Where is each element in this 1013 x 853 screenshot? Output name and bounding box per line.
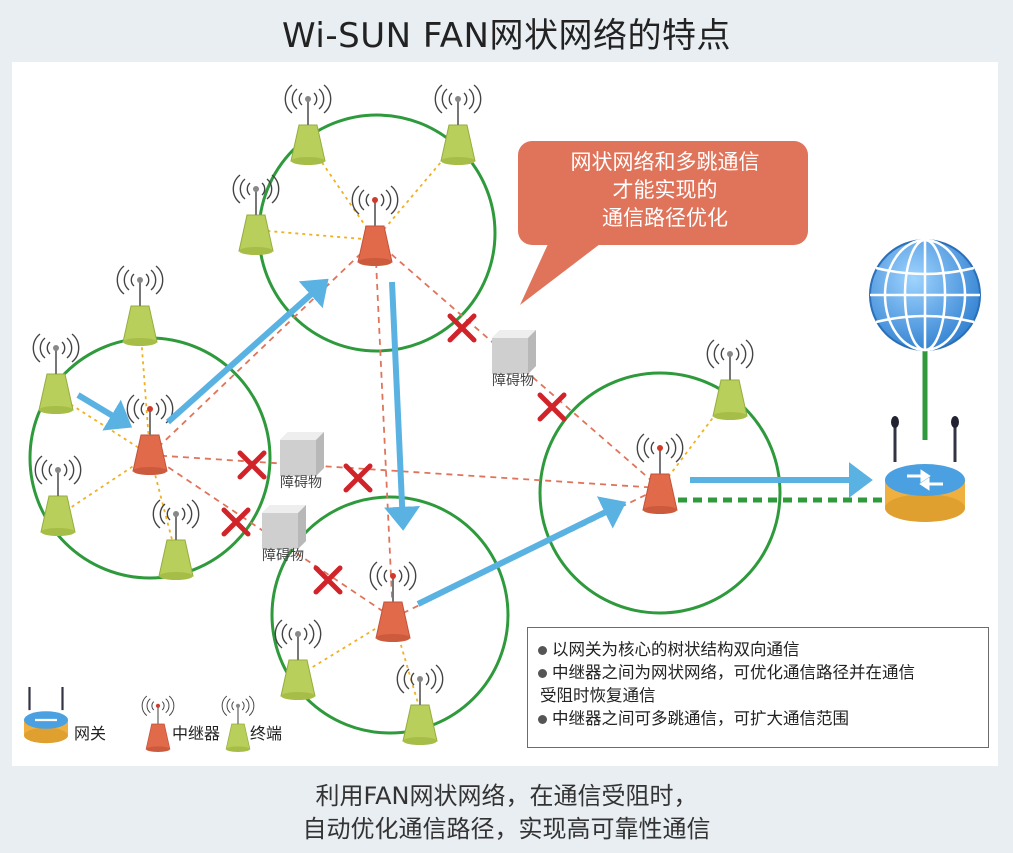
page-title: Wi-SUN FAN网状网络的特点: [282, 16, 731, 56]
key-gateway-label: 网关: [74, 724, 107, 743]
terminal-icon: [232, 174, 280, 256]
route-arrow: [76, 392, 133, 431]
route-arrow: [416, 496, 627, 607]
coverage-circle: [270, 495, 510, 735]
obstacle: 障碍物: [280, 432, 324, 491]
key-repeater-label: 中继器: [172, 724, 221, 743]
key-repeater-icon: [141, 695, 175, 753]
legend-text: 受阻时恢复通信: [540, 686, 656, 705]
bullet-icon: [538, 715, 547, 724]
route-arrows: [76, 278, 873, 607]
route-arrow: [384, 281, 421, 531]
caption: 利用FAN网状网络，在通信受阻时， 自动优化通信路径，实现高可靠性通信: [0, 780, 1013, 846]
coverage-circles: [28, 113, 782, 735]
repeater-icon: [369, 561, 417, 643]
repeater-icon: [126, 394, 174, 476]
gateway-links: [678, 350, 928, 503]
callout-text: 网状网络和多跳通信 才能实现的 通信路径优化: [522, 148, 808, 232]
obstacle: 障碍物: [492, 330, 536, 389]
blocked-x-icon: [450, 316, 474, 340]
caption-line: 自动优化通信路径，实现高可靠性通信: [302, 815, 711, 843]
legend-item: 中继器之间为网状网络，可优化通信路径并在通信: [536, 661, 980, 684]
callout-line: 通信路径优化: [602, 206, 728, 230]
callout-line: 网状网络和多跳通信: [570, 150, 760, 174]
legend-item: 以网关为核心的树状结构双向通信: [536, 638, 980, 661]
terminal-icon: [116, 265, 164, 347]
legend-text: 中继器之间为网状网络，可优化通信路径并在通信: [552, 663, 915, 682]
bullet-icon: [538, 646, 547, 655]
route-arrow: [166, 278, 329, 425]
obstacle-label: 障碍物: [262, 548, 304, 564]
blocked-x-icon: [346, 466, 370, 490]
terminal-icon: [34, 455, 82, 537]
coverage-circle: [538, 371, 782, 615]
legend-box: 以网关为核心的树状结构双向通信 中继器之间为网状网络，可优化通信路径并在通信 受…: [527, 627, 989, 748]
callout-line: 才能实现的: [612, 178, 718, 202]
obstacle-label: 障碍物: [492, 373, 534, 389]
legend-item: 中继器之间可多跳通信，可扩大通信范围: [536, 707, 980, 730]
caption-line: 利用FAN网状网络，在通信受阻时，: [315, 782, 698, 810]
blocked-x-icon: [240, 453, 264, 477]
router-icon: [885, 416, 965, 522]
key-gateway-icon: [24, 686, 68, 744]
blocked-x-icon: [540, 395, 564, 419]
legend-text: 以网关为核心的树状结构双向通信: [552, 640, 800, 659]
key-terminal-label: 终端: [250, 724, 283, 743]
legend-text: 中继器之间可多跳通信，可扩大通信范围: [552, 709, 849, 728]
terminal-icon: [434, 84, 482, 166]
callout-bubble: [518, 141, 808, 305]
legend-item-continuation: 受阻时恢复通信: [536, 684, 980, 707]
globe-icon: [869, 238, 981, 352]
terminal-icon: [32, 333, 80, 415]
bullet-icon: [538, 669, 547, 678]
obstacle: 障碍物: [262, 505, 306, 564]
terminal-icon: [152, 499, 200, 581]
obstacle-label: 障碍物: [280, 475, 322, 491]
mesh-links: [149, 239, 661, 619]
